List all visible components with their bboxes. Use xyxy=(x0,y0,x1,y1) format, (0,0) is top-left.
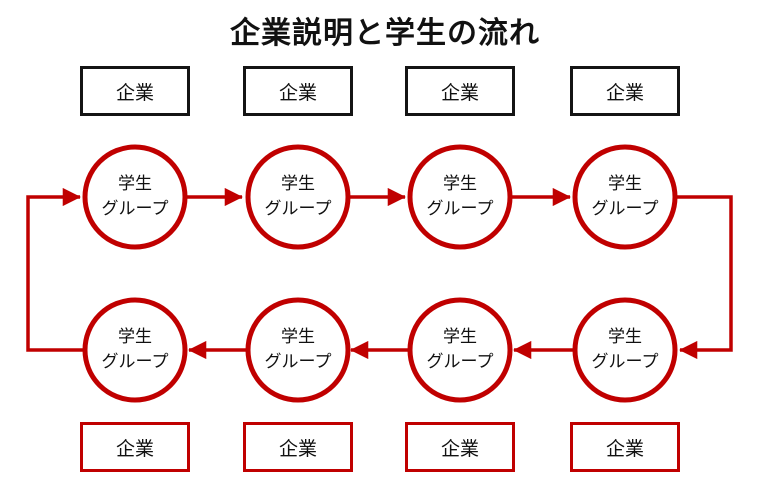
student-group-circle-top-1 xyxy=(82,144,188,250)
student-group-circle-top-4 xyxy=(572,144,678,250)
company-box-top-1: 企業 xyxy=(80,66,190,116)
student-group-circle-bottom-3 xyxy=(407,297,513,403)
student-group-circle-top-3 xyxy=(407,144,513,250)
company-box-top-3: 企業 xyxy=(405,66,515,116)
student-group-circle-bottom-4 xyxy=(572,297,678,403)
company-box-bottom-4: 企業 xyxy=(570,422,680,472)
company-box-bottom-3: 企業 xyxy=(405,422,515,472)
company-box-top-4: 企業 xyxy=(570,66,680,116)
page-title: 企業説明と学生の流れ xyxy=(230,16,540,51)
company-box-bottom-2: 企業 xyxy=(243,422,353,472)
student-group-circle-top-2 xyxy=(245,144,351,250)
student-group-circle-bottom-1 xyxy=(82,297,188,403)
company-box-bottom-1: 企業 xyxy=(80,422,190,472)
company-box-top-2: 企業 xyxy=(243,66,353,116)
wrap-connector-left xyxy=(26,187,85,352)
wrap-connector-right xyxy=(676,195,733,360)
student-group-circle-bottom-2 xyxy=(245,297,351,403)
